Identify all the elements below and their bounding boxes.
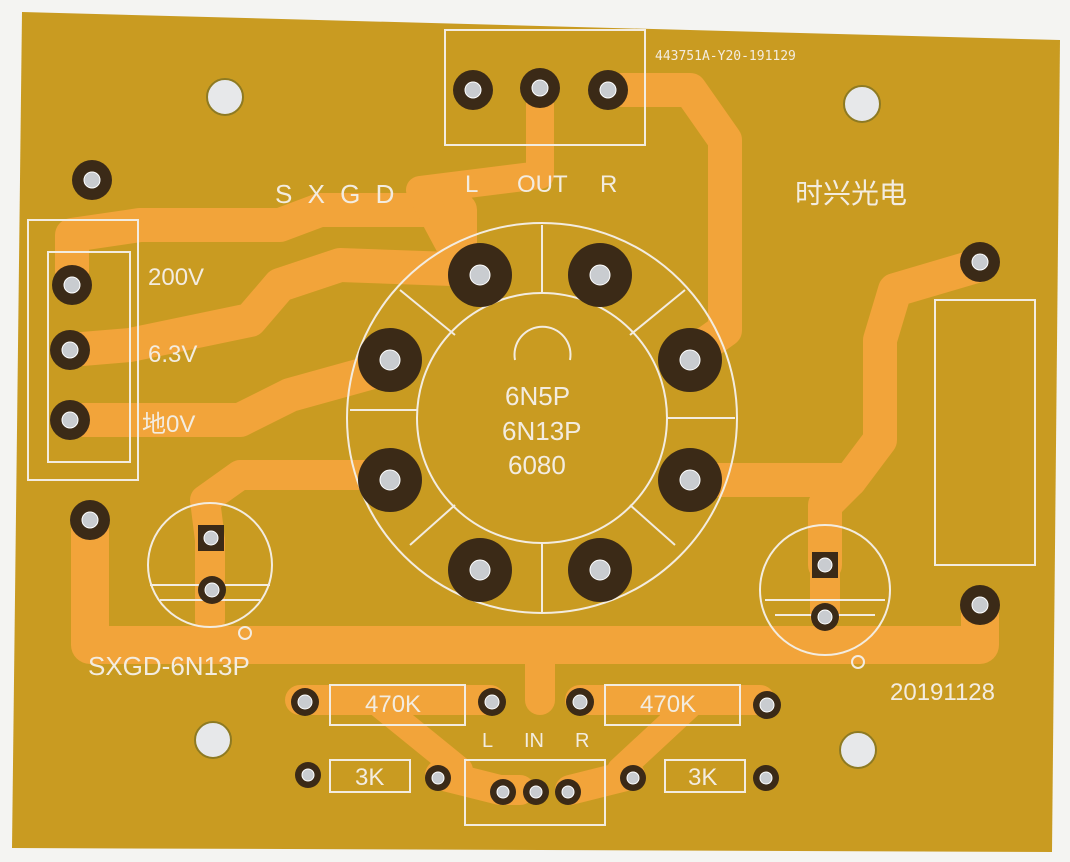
label-200v: 200V	[148, 264, 204, 291]
r-bottom-right-value: 3K	[688, 764, 717, 791]
plate-cap-trace	[808, 463, 867, 582]
brand-latin: S X G D	[275, 179, 398, 209]
cap-left-outline	[147, 502, 273, 628]
power-connector-outline	[27, 219, 139, 481]
tube-type-3: 6080	[508, 450, 566, 480]
tube-key	[513, 325, 572, 361]
tube-pin-pads	[358, 243, 722, 602]
tube-socket-outer	[346, 222, 738, 614]
r-top-left-value: 470K	[365, 691, 421, 718]
batch-code: 443751A-Y20-191129	[655, 49, 796, 64]
mount-hole-top-right	[843, 85, 881, 123]
power-connector-inner	[47, 251, 131, 463]
mounting-holes	[194, 78, 881, 769]
heater-gnd-trace	[53, 353, 397, 437]
cap-right-outline	[759, 524, 891, 656]
r-top-left-outline	[329, 684, 466, 726]
label-gnd: 地0V	[142, 411, 195, 438]
b-plus-trace	[55, 193, 477, 302]
model-label: SXGD-6N13P	[88, 651, 250, 681]
input-label-in: IN	[524, 730, 544, 752]
brand-chinese: 时兴光电	[795, 178, 907, 209]
output-label-l: L	[465, 171, 478, 198]
input-diag-traces	[367, 692, 703, 783]
output-label-out: OUT	[517, 171, 568, 198]
cathode-trace	[190, 460, 405, 555]
r-bottom-left-value: 3K	[355, 764, 384, 791]
r-top-right-outline	[604, 684, 741, 726]
r-bottom-right-outline	[664, 759, 746, 793]
out-l-trace	[406, 81, 554, 279]
plate-resistor-outline	[934, 299, 1036, 566]
label-6v3: 6.3V	[148, 341, 197, 368]
date-label: 20191128	[890, 679, 995, 706]
heater-trace	[53, 248, 497, 367]
pads	[50, 68, 1000, 805]
output-connector-outline	[444, 29, 646, 146]
r-bottom-left-outline	[329, 759, 411, 793]
input-connector-outline	[464, 759, 606, 826]
silkscreen-outlines	[27, 29, 1036, 826]
mount-hole-top-left	[206, 78, 244, 116]
tube-type-1: 6N5P	[505, 381, 570, 411]
mount-hole-bottom-right	[839, 731, 877, 769]
silkscreen-text: 443751A-Y20-191129 S X G D 时兴光电 L OUT R …	[88, 49, 995, 791]
mount-hole-bottom-left	[194, 721, 232, 759]
input-label-r: R	[575, 730, 589, 752]
plate-trace	[673, 248, 997, 497]
output-label-r: R	[600, 171, 617, 198]
r-top-right-value: 470K	[640, 691, 696, 718]
tube-type-2: 6N13P	[502, 416, 582, 446]
input-label-l: L	[482, 730, 493, 752]
